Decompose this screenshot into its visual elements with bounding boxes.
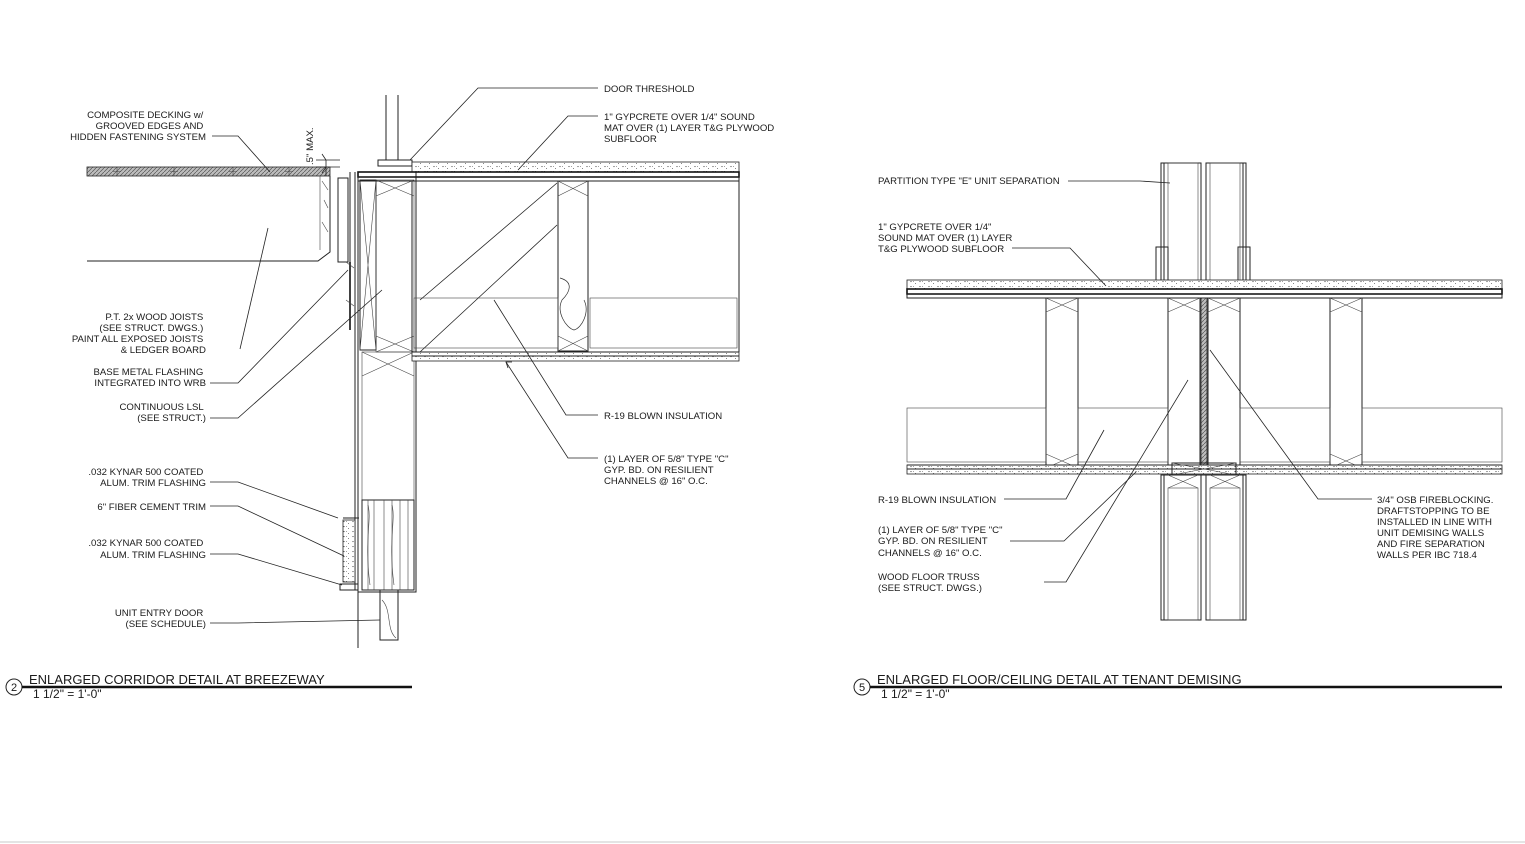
- note-gypcrete-left: 1" GYPCRETE OVER 1/4" SOUND MAT OVER (1)…: [604, 112, 777, 145]
- blown-insulation-left: [413, 297, 559, 349]
- wall-insulation-upper: [375, 179, 415, 353]
- corridor-wall: [357, 171, 417, 593]
- door-threshold-block: [377, 159, 413, 167]
- detail-2-graphics: [86, 95, 740, 648]
- note-gyp-bd-left: (1) LAYER OF 5/8" TYPE "C" GYP. BD. ON R…: [604, 454, 731, 487]
- blown-insulation-r2: [1077, 407, 1169, 463]
- detail-5-notes: PARTITION TYPE "E" UNIT SEPARATION 1" GY…: [878, 176, 1496, 594]
- note-continuous-lsl: CONTINUOUS LSL (SEE STRUCT.): [119, 402, 206, 424]
- blown-insulation-r4: [1361, 407, 1503, 463]
- note-r19-left: R-19 BLOWN INSULATION: [604, 411, 722, 422]
- note-r19-right: R-19 BLOWN INSULATION: [878, 495, 996, 506]
- osb-fireblocking: [1200, 297, 1208, 469]
- detail-2-notes: COMPOSITE DECKING w/ GROOVED EDGES AND H…: [70, 84, 777, 630]
- detail-title-5: ENLARGED FLOOR/CEILING DETAIL AT TENANT …: [877, 672, 1242, 687]
- ledger-board: [337, 177, 349, 263]
- door-header: [361, 499, 415, 591]
- truss-web-3: [1167, 297, 1201, 469]
- blown-insulation-right: [589, 297, 738, 349]
- truss-web-1: [1045, 297, 1079, 469]
- blown-insulation-r1: [906, 407, 1047, 463]
- detail-5-graphics: [906, 162, 1503, 621]
- detail-2-title-block: 2 ENLARGED CORRIDOR DETAIL AT BREEZEWAY …: [5, 672, 412, 701]
- note-composite-decking: COMPOSITE DECKING w/ GROOVED EDGES AND H…: [70, 110, 206, 143]
- composite-decking: [86, 166, 331, 177]
- detail-2-leaders: [210, 87, 598, 624]
- gypcrete-topping-right: [906, 279, 1503, 290]
- truss-web-4: [1207, 297, 1241, 469]
- unit-entry-door: [379, 589, 399, 641]
- detail-5-leaders: [1004, 180, 1372, 583]
- detail-title-2: ENLARGED CORRIDOR DETAIL AT BREEZEWAY: [29, 672, 325, 687]
- lower-wall-left: [1160, 474, 1202, 621]
- note-door-threshold: DOOR THRESHOLD: [604, 84, 695, 95]
- note-pt-joists: P.T. 2x WOOD JOISTS (SEE STRUCT. DWGS.) …: [72, 312, 206, 356]
- floor-truss-web: [557, 180, 589, 352]
- wall-insulation-lower: [361, 351, 415, 501]
- pt-wood-joist: [87, 176, 331, 262]
- detail-scale-5: 1 1/2" = 1'-0": [881, 687, 950, 701]
- fiber-cement-trim: [342, 519, 356, 583]
- note-fiber-cement-trim: 6" FIBER CEMENT TRIM: [97, 502, 206, 513]
- note-kynar-flashing-2: .032 KYNAR 500 COATED ALUM. TRIM FLASHIN…: [88, 538, 206, 561]
- detail-5-title-block: 5 ENLARGED FLOOR/CEILING DETAIL AT TENAN…: [853, 672, 1502, 701]
- note-partition: PARTITION TYPE "E" UNIT SEPARATION: [878, 176, 1060, 187]
- detail-scale-2: 1 1/2" = 1'-0": [33, 687, 102, 701]
- blown-insulation-r3: [1239, 407, 1331, 463]
- note-truss: WOOD FLOOR TRUSS (SEE STRUCT. DWGS.): [878, 572, 982, 594]
- note-kynar-flashing-1: .032 KYNAR 500 COATED ALUM. TRIM FLASHIN…: [88, 467, 206, 489]
- dimension-label: .5" MAX.: [305, 127, 316, 165]
- upper-wall-left: [1160, 162, 1202, 284]
- hidden-fasteners: [113, 167, 293, 176]
- gypcrete-topping: [411, 161, 740, 173]
- truss-web-2: [1329, 297, 1363, 469]
- detail-number-5: 5: [859, 682, 865, 694]
- note-unit-entry-door: UNIT ENTRY DOOR (SEE SCHEDULE): [115, 608, 206, 630]
- note-gypcrete-right: 1" GYPCRETE OVER 1/4" SOUND MAT OVER (1)…: [878, 222, 1015, 255]
- note-base-flashing: BASE METAL FLASHING INTEGRATED INTO WRB: [94, 367, 207, 389]
- note-osb-fireblocking: 3/4" OSB FIREBLOCKING. DRAFTSTOPPING TO …: [1377, 495, 1496, 561]
- detail-number-2: 2: [11, 682, 17, 694]
- note-gyp-bd-right: (1) LAYER OF 5/8" TYPE "C" GYP. BD. ON R…: [878, 525, 1005, 559]
